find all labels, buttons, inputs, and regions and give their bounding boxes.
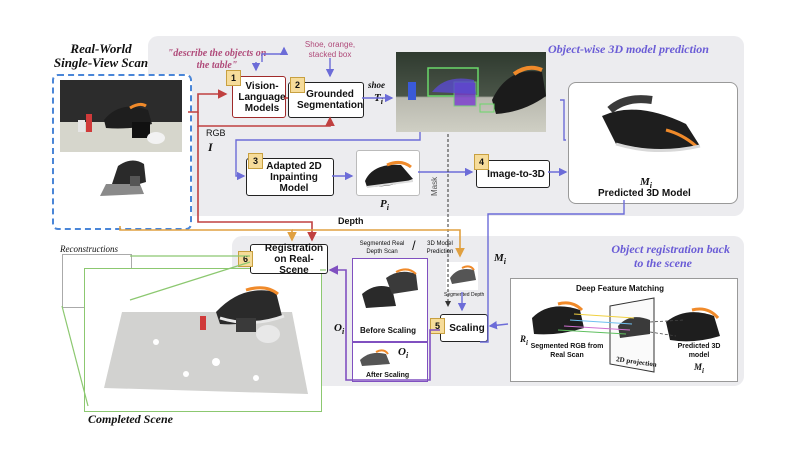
segmented-depth-label: Segmented Depth: [444, 292, 485, 298]
before-scaling-drawing: [362, 268, 418, 308]
registration-title: Object registration back to the scene: [596, 242, 730, 270]
col-right-header: 3D Model Prediction: [426, 241, 454, 255]
inpaint-symbol: Pi: [380, 198, 389, 212]
ri-sub: i: [526, 338, 528, 347]
after-scaling-frame: [352, 342, 428, 382]
inpainted-image: [356, 150, 420, 196]
step3-number: 3: [248, 153, 263, 169]
step2-label: Grounded Segmentation: [296, 89, 364, 111]
seg-to-model-line: [560, 99, 566, 141]
after-oi-letter: O: [398, 346, 406, 358]
after-oi-symbol: Oi: [398, 346, 408, 360]
vlm-output-arrow: [261, 46, 289, 62]
model-symbol: Mi: [640, 176, 652, 190]
step1-label: Vision-Language Models: [238, 80, 286, 114]
model-symbol-letter: M: [640, 176, 650, 188]
rgb-label: RGB: [206, 128, 226, 138]
after-scaling-label: After Scaling: [366, 372, 410, 379]
after-oi-sub: i: [405, 351, 409, 361]
seg-symbol-sub: i: [380, 97, 383, 107]
rgb-to-registration-arrow: [197, 126, 317, 242]
depth-to-registration-arrow: [119, 226, 297, 242]
predicted-model-image: [596, 88, 704, 162]
inpainting-model-box: Adapted 2D Inpainting Model: [246, 158, 334, 196]
step4-label: Image-to-3D: [487, 168, 545, 180]
match-mi-symbol: Mi: [694, 362, 704, 375]
mi-symbol-sub: i: [503, 257, 507, 267]
match-mi-sub: i: [702, 366, 704, 375]
col-left-header: Segmented Real Depth Scan: [359, 241, 405, 255]
step1-number: 1: [226, 70, 241, 86]
segmented-depth-drawing: [450, 265, 476, 284]
predicted-model-drawing: [602, 95, 701, 152]
vision-language-models-box: Vision-Language Models: [232, 76, 286, 118]
scaling-box: Scaling: [440, 314, 488, 342]
scan-rgb-image: [60, 80, 182, 152]
scan-title-line2: Single-View Scan: [53, 55, 149, 70]
registration-title-line1: Object registration back: [611, 242, 730, 256]
recon-left-line: [61, 305, 89, 407]
scan-depth-drawing: [100, 160, 146, 196]
scan-title: Real-World Single-View Scan: [46, 42, 156, 70]
scaling-to-registration-arrow: [328, 265, 440, 381]
completed-scene-drawing: [104, 286, 308, 394]
feature-matching-drawing: [532, 297, 720, 373]
step5-label: Scaling: [449, 322, 485, 334]
inpaint-symbol-letter: P: [380, 198, 387, 210]
step3-label: Adapted 2D Inpainting Model: [266, 160, 322, 194]
ri-letter: R: [520, 334, 527, 344]
rgb-symbol: I: [208, 140, 213, 154]
rgb-to-vlm-arrow: [188, 89, 228, 113]
scan-depth-image: [60, 154, 182, 222]
segmentation-drawing: [408, 65, 546, 114]
scan-title-line1: Real-World: [70, 41, 132, 56]
scan-rgb-drawing: [60, 80, 182, 152]
col-separator: /: [412, 238, 416, 253]
step4-number: 4: [474, 154, 489, 170]
before-scaling-label: Before Scaling: [360, 326, 417, 335]
model-to-scaling-arrow: [480, 200, 625, 343]
predicted-model-label: Predicted 3D Model: [598, 188, 691, 199]
mi-symbol-letter: M: [494, 252, 504, 264]
step6-number: 6: [238, 251, 253, 267]
step2-number: 2: [290, 77, 305, 93]
seg-word: shoe: [368, 80, 386, 90]
oi-symbol-sub: i: [341, 327, 345, 337]
prompt-text: "describe the objects on the table": [167, 48, 267, 71]
oi-symbol: Oi: [334, 322, 344, 336]
recon-diag-line: [129, 261, 251, 301]
matching-to-scaling-arrow: [488, 321, 509, 330]
feature-matching-title: Deep Feature Matching: [576, 284, 665, 293]
reconstructions-label: Reconstructions: [60, 244, 118, 254]
registration-title-line2: to the scene: [634, 256, 692, 270]
ri-symbol: Ri: [520, 334, 528, 347]
registration-box: Registration on Real-Scene: [250, 242, 328, 276]
after-scaling-drawing: [360, 349, 390, 366]
model-symbol-sub: i: [649, 181, 653, 191]
seg-rgb-label: Segmented RGB from Real Scan: [530, 343, 604, 359]
feature-matching-image: [514, 292, 732, 376]
after-scaling-image: [356, 344, 396, 370]
pred-model-label: Predicted 3D model: [677, 343, 721, 359]
object-prediction-title: Object-wise 3D model prediction: [548, 42, 709, 56]
match-mi-letter: M: [694, 362, 703, 372]
before-scaling-image: [356, 264, 422, 320]
segmentation-image: [396, 52, 546, 132]
completed-scene-image: [96, 282, 316, 402]
segmented-depth-image: [446, 262, 478, 290]
vlm-output-text: Shoe, orange, stacked box: [304, 40, 356, 59]
inpaint-symbol-sub: i: [386, 203, 389, 213]
step6-label: Registration on Real-Scene: [264, 242, 324, 276]
rgb-to-segmentation-arrow: [197, 112, 335, 127]
seg-to-inpaint-arrow: [235, 132, 421, 181]
mi-symbol: Mi: [494, 252, 506, 266]
depth-to-seg-depth-arrow: [292, 229, 465, 258]
oi-symbol-letter: O: [334, 322, 342, 334]
depth-label: Depth: [338, 216, 364, 226]
inpainted-drawing: [365, 160, 414, 188]
completed-scene-label: Completed Scene: [88, 412, 173, 426]
